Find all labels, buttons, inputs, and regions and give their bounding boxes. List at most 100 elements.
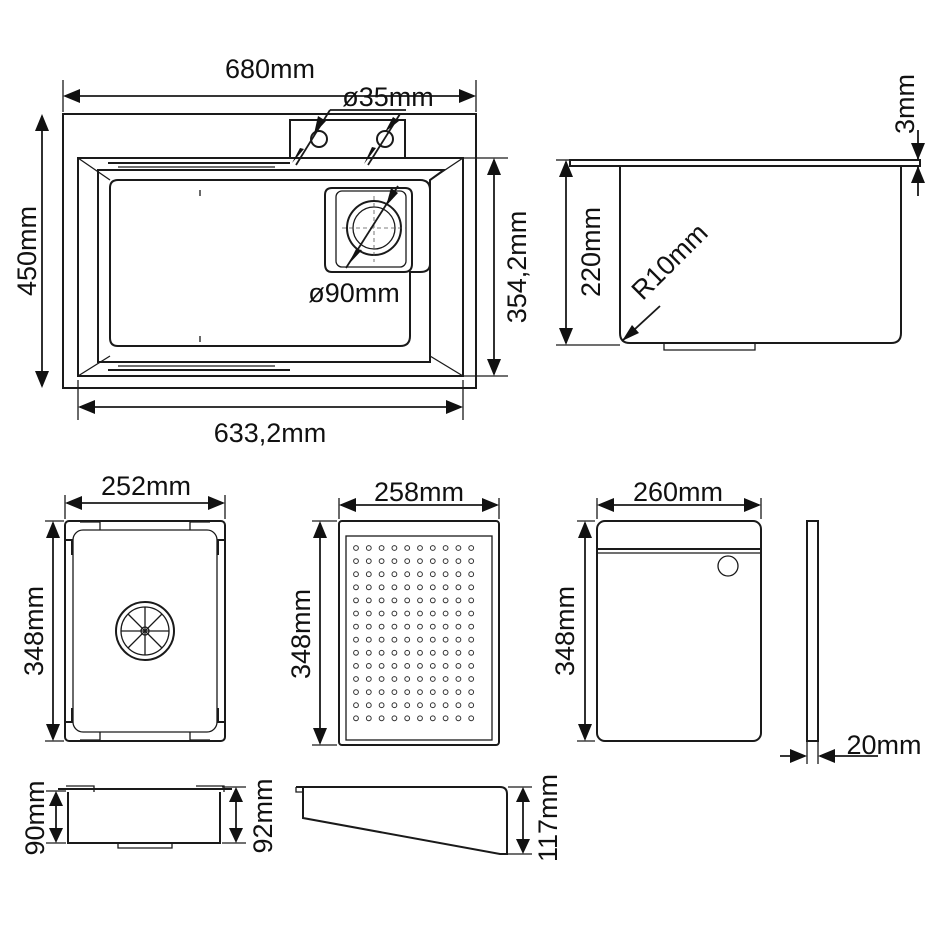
label-92mm: 92mm <box>248 778 278 853</box>
tray-hole <box>391 558 398 564</box>
tray-hole <box>391 715 398 722</box>
tray-hole <box>468 702 475 709</box>
label-260mm: 260mm <box>633 477 723 507</box>
tray-hole <box>404 597 411 604</box>
dim-tray-height: 117mm <box>508 774 563 862</box>
tray-hole <box>353 610 359 617</box>
tray-perforations <box>353 545 475 722</box>
tray-hole <box>417 558 423 564</box>
basket-clip-tr <box>189 521 210 530</box>
tray-hole <box>455 584 462 591</box>
tray-hole <box>391 663 398 669</box>
tray-hole <box>442 558 449 564</box>
tray-hole <box>353 676 359 682</box>
drain-plate <box>335 190 407 268</box>
cutting-board-top-view <box>596 520 762 742</box>
dim-edge-thickness: 3mm <box>890 74 925 196</box>
dim-board-width: 260mm <box>596 477 762 519</box>
tray-hole <box>391 676 398 682</box>
tray-hole <box>429 636 436 643</box>
tray-hole <box>429 558 436 564</box>
sink-outer-outline <box>62 113 477 389</box>
bevel-corner-tl <box>77 157 111 181</box>
tap-hole-left <box>310 130 328 148</box>
basket-drain <box>115 601 175 661</box>
dim-sink-depth: 450mm <box>12 114 49 388</box>
tray-hole <box>417 702 423 709</box>
tray-hole <box>417 610 423 617</box>
board-hanging-hole <box>717 555 739 577</box>
basket-inner <box>72 529 218 733</box>
tray-hole <box>378 649 385 656</box>
tray-hole <box>442 689 449 695</box>
drain-compartment <box>324 187 413 273</box>
tray-inner <box>345 535 493 741</box>
tray-hole <box>378 545 385 551</box>
dim-basket-height-right: 92mm <box>222 778 278 854</box>
tray-hole <box>442 610 449 617</box>
tray-hole <box>353 702 359 709</box>
dim-tap-hole: ø35mm <box>292 82 434 166</box>
tray-hole <box>353 649 359 656</box>
dim-bowl-width: 633,2mm <box>77 380 464 448</box>
tray-hole <box>391 610 398 617</box>
sink-side-section <box>569 159 921 351</box>
dim-radius: R10mm <box>621 218 714 342</box>
tray-hole <box>378 584 385 591</box>
label-450mm: 450mm <box>12 206 42 296</box>
label-board-348mm: 348mm <box>550 586 580 676</box>
tray-hole <box>404 689 411 695</box>
basket-outline <box>64 520 226 742</box>
tray-hole <box>468 623 475 630</box>
tray-hole <box>417 623 423 630</box>
sink-top-view <box>62 113 477 389</box>
tray-hole <box>404 663 411 669</box>
dim-basket-length: 348mm <box>19 520 64 742</box>
dim-sink-width: 680mm <box>62 54 477 112</box>
board-side-outline <box>806 520 819 742</box>
drain-fitting <box>663 343 756 351</box>
tray-hole <box>391 689 398 695</box>
tray-hole <box>365 715 372 722</box>
tray-hole <box>391 636 398 643</box>
tray-hole <box>442 545 449 551</box>
tray-hole <box>353 689 359 695</box>
drain-tray-side-view <box>295 786 508 855</box>
dim-board-thickness: 20mm <box>780 730 922 764</box>
tray-hole <box>455 623 462 630</box>
tray-hole <box>353 571 359 578</box>
tray-hole <box>468 558 475 564</box>
tray-hole <box>391 597 398 604</box>
tray-hole <box>442 584 449 591</box>
dim-bowl-height: 220mm <box>556 159 620 346</box>
tray-hole <box>455 610 462 617</box>
tray-hole <box>442 702 449 709</box>
tray-hole <box>378 702 385 709</box>
tray-hole <box>404 558 411 564</box>
tray-hole <box>417 545 423 551</box>
tray-hole <box>429 571 436 578</box>
dim-board-length: 348mm <box>550 520 595 742</box>
tray-hole <box>353 623 359 630</box>
tray-hole <box>455 558 462 564</box>
tray-hole <box>468 610 475 617</box>
tray-hole <box>468 571 475 578</box>
tray-hole <box>455 676 462 682</box>
sink-bowl-section <box>619 166 902 344</box>
tray-hole <box>468 715 475 722</box>
label-drain: ø90mm <box>308 278 400 308</box>
tray-hole <box>378 558 385 564</box>
tray-hole <box>404 545 411 551</box>
tray-hole <box>365 663 372 669</box>
tray-hole <box>442 649 449 656</box>
tray-hole <box>417 571 423 578</box>
tray-hole <box>365 545 372 551</box>
tray-hole <box>365 676 372 682</box>
tray-hole <box>429 715 436 722</box>
cutting-board-side-view <box>806 520 819 742</box>
tray-hole <box>391 584 398 591</box>
basket-side-handle-left <box>66 785 95 792</box>
bevel-corner-bl <box>77 355 111 377</box>
tray-hole <box>391 702 398 709</box>
